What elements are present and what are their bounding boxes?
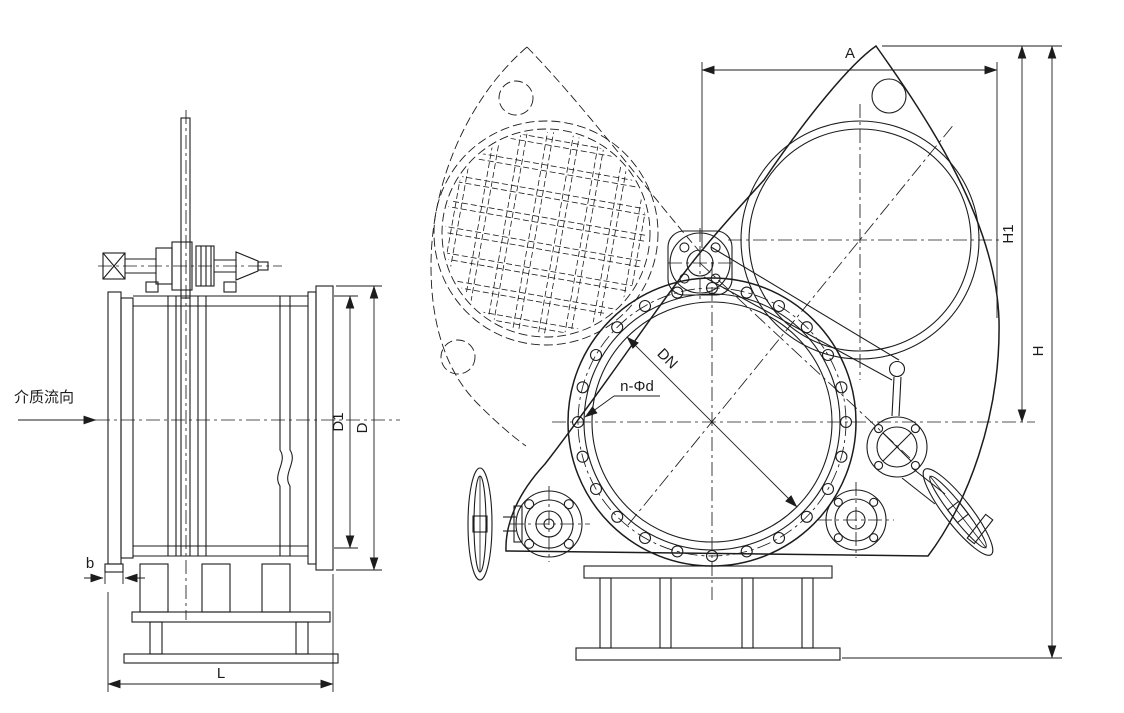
dimension-A: A — [701, 45, 998, 318]
side-view-base — [123, 563, 339, 664]
left-clamp-fitting — [503, 486, 590, 562]
bolt-spec-callout: n-Φd — [584, 378, 660, 418]
dim-A-label: A — [845, 45, 855, 62]
right-clamp-fitting — [866, 416, 946, 505]
dim-D1-label: D1 — [330, 412, 347, 431]
phantom-open-position — [428, 46, 701, 447]
dim-DN-label: DN — [654, 345, 681, 372]
dimension-H: H — [842, 45, 1062, 659]
bolt-spec-label: n-Φd — [620, 378, 654, 395]
front-view: A H1 H DN n-Φd — [428, 44, 1062, 661]
right-stem-flange — [966, 513, 994, 545]
blank-disc — [740, 120, 980, 360]
top-lug-hole — [871, 78, 907, 114]
body-plate-outline — [505, 44, 1000, 557]
flow-direction-label: 介质流向 — [14, 389, 74, 406]
bolt-circle — [577, 287, 847, 557]
dim-L-label: L — [217, 665, 225, 682]
right-handwheel — [922, 468, 994, 556]
dimension-L: L — [107, 574, 334, 692]
dimension-b: b — [84, 555, 145, 584]
main-flange — [567, 277, 857, 567]
left-handwheel — [467, 467, 493, 581]
side-view: 介质流向 — [14, 110, 400, 692]
body-side-view — [104, 285, 334, 573]
flow-direction: 介质流向 — [14, 389, 97, 425]
actuator-assembly — [102, 117, 269, 299]
dimension-H1: H1 — [882, 45, 1062, 423]
lever-arm — [703, 246, 906, 417]
dimension-D: D — [336, 285, 382, 571]
front-view-base — [575, 565, 841, 661]
dim-D-label: D — [354, 422, 371, 433]
dim-H-label: H — [1030, 346, 1047, 357]
dim-b-label: b — [86, 555, 94, 572]
pivot-flange — [667, 230, 733, 296]
dimension-D1: D1 — [330, 295, 358, 549]
dim-H1-label: H1 — [1000, 224, 1017, 243]
bottom-right-flange — [818, 482, 894, 558]
goggle-screen-circle — [433, 120, 659, 346]
